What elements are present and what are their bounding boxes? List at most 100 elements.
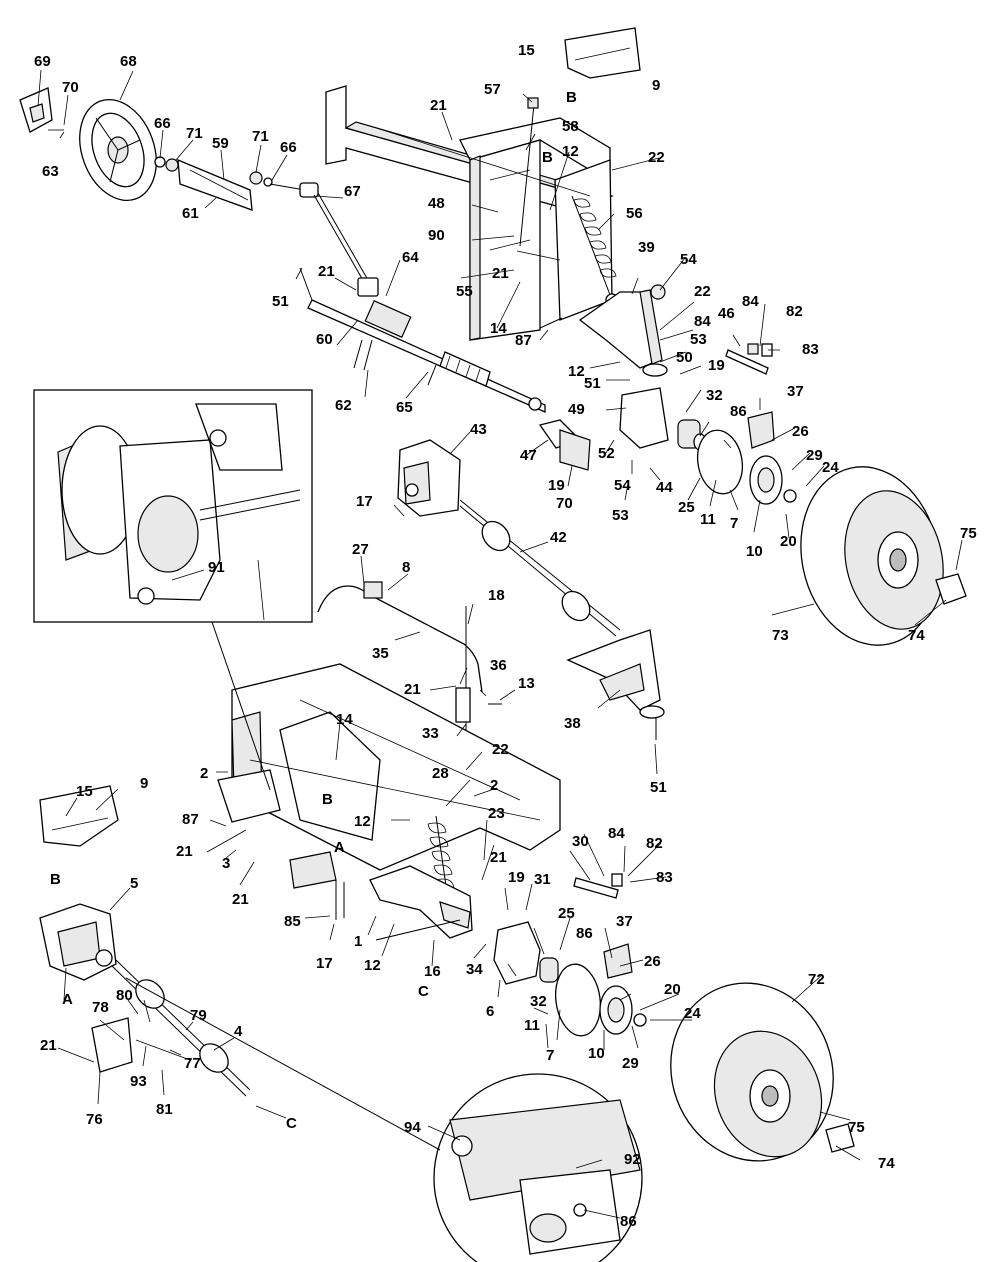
callout-19: 19 — [708, 357, 725, 374]
callout-58: 58 — [562, 118, 579, 135]
callout-84: 84 — [694, 313, 711, 330]
callout-12: 12 — [354, 813, 371, 830]
callout-25: 25 — [678, 499, 695, 516]
lower-coilover — [369, 815, 473, 941]
callout-23: 23 — [488, 805, 505, 822]
front-wheel — [800, 466, 967, 646]
reference-letters: B B B B A A C C — [50, 89, 577, 1132]
callout-35: 35 — [372, 645, 389, 662]
ref-letter-b: B — [542, 149, 553, 166]
callout-94: 94 — [404, 1119, 421, 1136]
callout-37: 37 — [787, 383, 804, 400]
callout-82: 82 — [646, 835, 663, 852]
callout-76: 76 — [86, 1111, 103, 1128]
callout-82: 82 — [786, 303, 803, 320]
ref-letter-b: B — [322, 791, 333, 808]
callout-80: 80 — [116, 987, 133, 1004]
callout-36: 36 — [490, 657, 507, 674]
ref-letter-b: B — [566, 89, 577, 106]
callout-21: 21 — [232, 891, 249, 908]
callout-33: 33 — [422, 725, 439, 742]
callout-60: 60 — [316, 331, 333, 348]
callout-6: 6 — [486, 1003, 494, 1020]
callout-17: 17 — [356, 493, 373, 510]
callout-70: 70 — [62, 79, 79, 96]
callout-68: 68 — [120, 53, 137, 70]
callout-22: 22 — [492, 741, 509, 758]
callout-34: 34 — [466, 961, 483, 978]
callout-50: 50 — [676, 349, 693, 366]
callout-71: 71 — [252, 128, 269, 145]
ref-letter-a: A — [334, 839, 345, 856]
callout-22: 22 — [694, 283, 711, 300]
line-art — [19, 27, 967, 1262]
callout-86: 86 — [730, 403, 747, 420]
callout-64: 64 — [402, 249, 419, 266]
callout-83: 83 — [802, 341, 819, 358]
callout-42: 42 — [550, 529, 567, 546]
callout-74: 74 — [878, 1155, 895, 1172]
callout-66: 66 — [154, 115, 171, 132]
steering-wheel — [19, 87, 319, 211]
callout-84: 84 — [608, 825, 625, 842]
callout-92: 92 — [624, 1151, 641, 1168]
callout-51: 51 — [272, 293, 289, 310]
callout-21: 21 — [430, 97, 447, 114]
callout-65: 65 — [396, 399, 413, 416]
callout-62: 62 — [335, 397, 352, 414]
callout-93: 93 — [130, 1073, 147, 1090]
callout-66: 66 — [280, 139, 297, 156]
callout-53: 53 — [690, 331, 707, 348]
callout-9: 9 — [652, 77, 660, 94]
callout-24: 24 — [684, 1005, 701, 1022]
callout-8: 8 — [402, 559, 410, 576]
callout-59: 59 — [212, 135, 229, 152]
callout-86: 86 — [620, 1213, 637, 1230]
callout-46: 46 — [718, 305, 735, 322]
callout-87: 87 — [182, 811, 199, 828]
callout-12: 12 — [364, 957, 381, 974]
callout-24: 24 — [822, 459, 839, 476]
callout-54: 54 — [680, 251, 697, 268]
sway-bar — [317, 581, 502, 770]
callout-20: 20 — [780, 533, 797, 550]
callout-19: 19 — [548, 477, 565, 494]
callout-51: 51 — [584, 375, 601, 392]
callout-10: 10 — [746, 543, 763, 560]
callout-27: 27 — [352, 541, 369, 558]
callout-51: 51 — [650, 779, 667, 796]
callout-9: 9 — [140, 775, 148, 792]
callout-21: 21 — [40, 1037, 57, 1054]
callout-labels: 69 70 63 68 66 71 59 71 66 61 67 15 9 57… — [34, 42, 977, 1230]
callout-28: 28 — [432, 765, 449, 782]
callout-78: 78 — [92, 999, 109, 1016]
callout-81: 81 — [156, 1101, 173, 1118]
callout-84: 84 — [742, 293, 759, 310]
callout-11: 11 — [524, 1017, 540, 1034]
inset-connector — [125, 977, 441, 1151]
upper-frame — [325, 27, 641, 341]
ref-letter-c: C — [286, 1115, 297, 1132]
callout-25: 25 — [558, 905, 575, 922]
rear-hub — [493, 873, 647, 1037]
callout-90: 90 — [428, 227, 445, 244]
callout-14: 14 — [336, 711, 353, 728]
callout-31: 31 — [534, 871, 551, 888]
callout-63: 63 — [42, 163, 59, 180]
callout-48: 48 — [428, 195, 445, 212]
callout-69: 69 — [34, 53, 51, 70]
callout-10: 10 — [588, 1045, 605, 1062]
callout-5: 5 — [130, 875, 138, 892]
callout-56: 56 — [626, 205, 643, 222]
lower-frame — [39, 663, 561, 920]
callout-70: 70 — [556, 495, 573, 512]
callout-61: 61 — [182, 205, 199, 222]
callout-11: 11 — [700, 511, 716, 528]
callout-7: 7 — [730, 515, 738, 532]
upper-inset — [33, 389, 313, 623]
callout-22: 22 — [648, 149, 665, 166]
callout-29: 29 — [806, 447, 823, 464]
front-drive — [397, 419, 665, 740]
steering-rack — [299, 192, 546, 413]
callout-12: 12 — [568, 363, 585, 380]
